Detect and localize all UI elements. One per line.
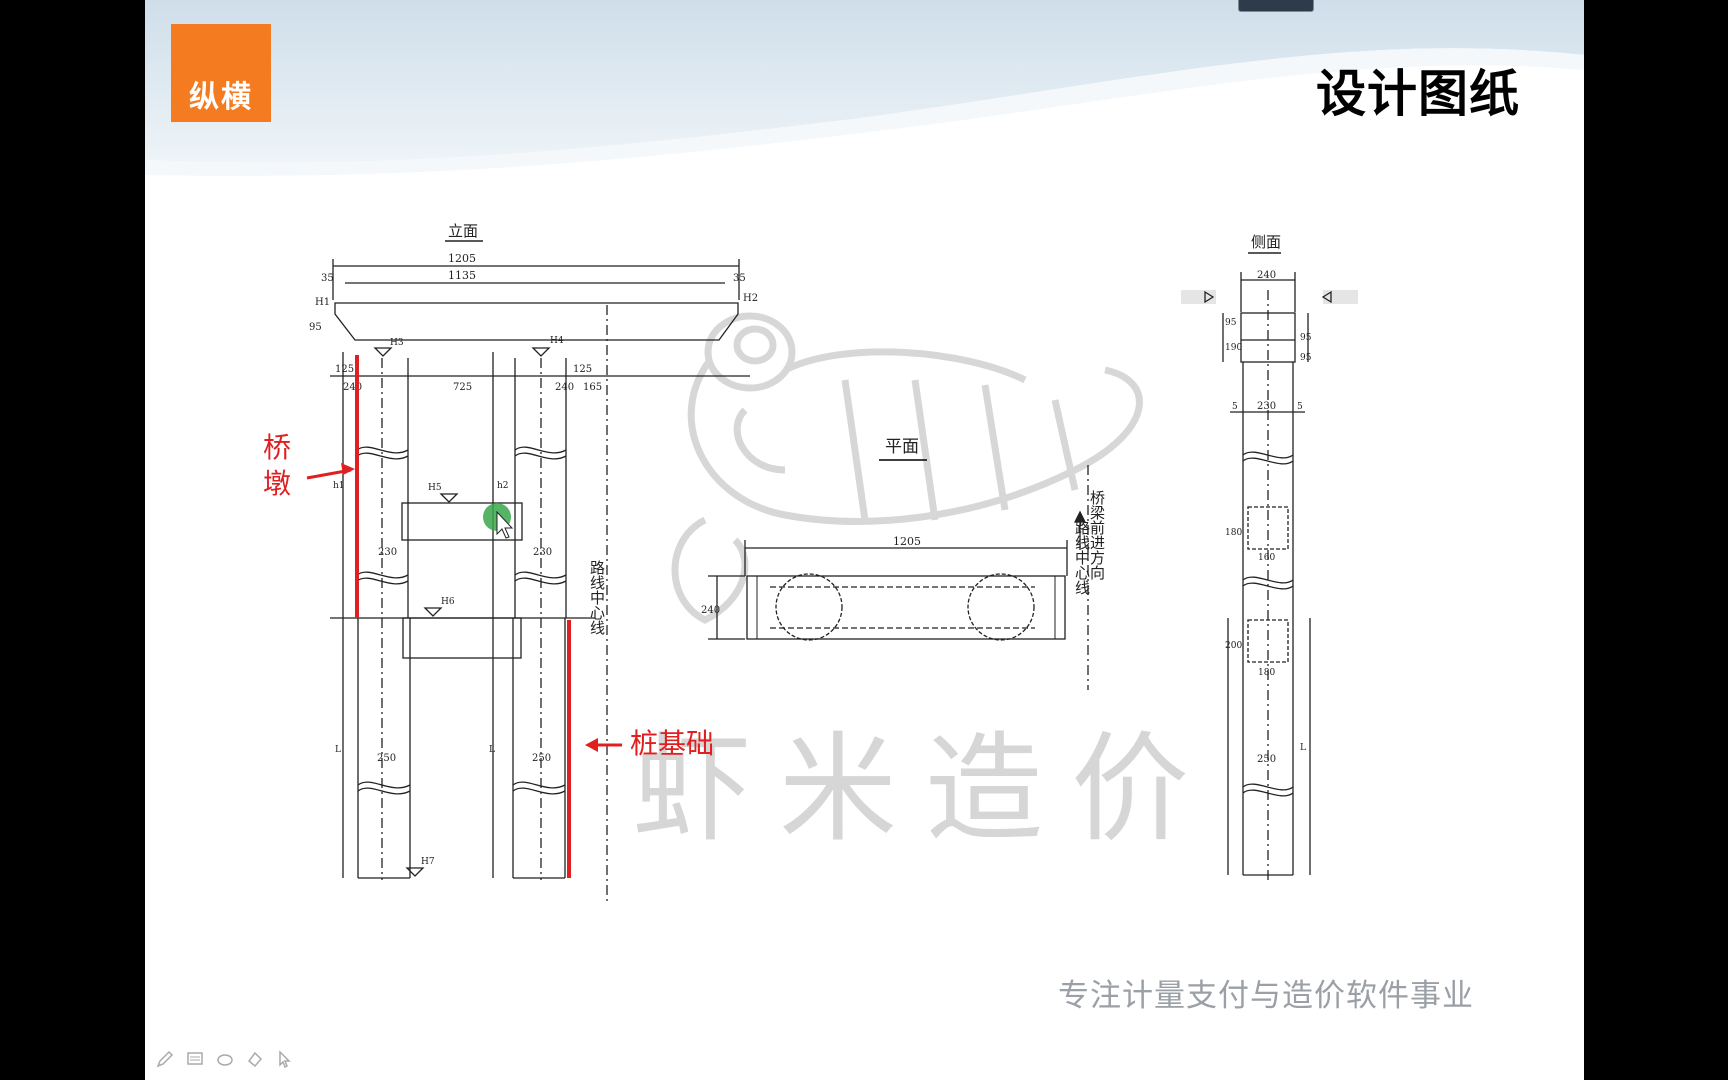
dim-col-spacing: 725 xyxy=(453,382,472,393)
plan-direction: 桥梁前进方向 xyxy=(1088,490,1106,580)
plan-title: 平面 xyxy=(885,437,919,457)
slogan: 专注计量支付与造价软件事业 xyxy=(1058,978,1474,1014)
side-dim-pile-w: 250 xyxy=(1257,754,1276,765)
pile-foundation-label: 桩基础 xyxy=(630,727,715,760)
dim-right-offset: 165 xyxy=(583,382,602,393)
mark-h3: H3 xyxy=(390,338,404,348)
pen-icon[interactable] xyxy=(155,1049,175,1069)
mark-h7: H7 xyxy=(421,857,435,867)
eraser-icon[interactable] xyxy=(215,1049,235,1069)
mark-h4: H4 xyxy=(550,336,564,346)
presentation-toolbar xyxy=(155,1046,295,1072)
side-dim-beam-h: 180 xyxy=(1225,528,1242,538)
plan-dim-length: 1205 xyxy=(893,535,921,548)
side-dim-right-gap: 5 xyxy=(1297,402,1303,412)
dim-right-edge: 35 xyxy=(733,273,746,284)
mark-h2-lower: h2 xyxy=(497,481,509,491)
pointer-icon[interactable] xyxy=(275,1049,295,1069)
dim-left-edge: 35 xyxy=(321,273,334,284)
plan-view: 平面 1205 240 桥梁前进方向 路线中心线 xyxy=(701,437,1106,690)
mark-h2: H2 xyxy=(743,293,758,304)
dim-beam1-col-right: 230 xyxy=(533,547,552,558)
plan-dim-width: 240 xyxy=(701,605,720,616)
watermark: 虾米造价 xyxy=(633,312,1217,858)
side-dim-top-width: 240 xyxy=(1257,270,1276,281)
side-dim-left-gap: 5 xyxy=(1232,402,1238,412)
mark-h6: H6 xyxy=(441,597,455,607)
side-view: 侧面 240 190 95 95 95 230 5 5 180 xyxy=(1181,233,1358,880)
mark-h1: H1 xyxy=(315,297,330,308)
side-dim-tie-w: 180 xyxy=(1258,668,1275,678)
side-title: 侧面 xyxy=(1251,233,1281,251)
side-dim-col-width: 230 xyxy=(1257,401,1276,412)
slide-title: 设计图纸 xyxy=(1316,65,1520,123)
red-annotations xyxy=(306,355,622,878)
dim-pile-left: 250 xyxy=(377,753,396,764)
dim-col-left-offset: 125 xyxy=(335,364,354,375)
dim-pile-right: 250 xyxy=(532,753,551,764)
dim-overall: 1205 xyxy=(448,252,476,265)
dim-cap-height: 95 xyxy=(309,322,322,333)
mark-h1-lower: h1 xyxy=(333,481,345,491)
watermark-text: 虾米造价 xyxy=(633,720,1217,858)
dim-beam1-col-left: 230 xyxy=(378,547,397,558)
logo-text: 纵横 xyxy=(189,80,253,115)
design-drawing: 虾米造价 立面 1205 1135 35 35 H1 H2 95 H3 H4 xyxy=(306,222,1358,905)
slide: 纵横 设计图纸 虾米造价 立面 1205 xyxy=(145,0,1584,1080)
side-dim-cap-c: 95 xyxy=(1300,333,1312,343)
top-toolbar-tab[interactable] xyxy=(1238,0,1314,12)
plan-centerline: 路线中心线 xyxy=(1073,520,1091,595)
highlighter-icon[interactable] xyxy=(245,1049,265,1069)
dim-col-width-right: 240 xyxy=(555,382,574,393)
elevation-title: 立面 xyxy=(448,222,478,240)
mark-h5: H5 xyxy=(428,483,442,493)
dim-col-width-left: 240 xyxy=(343,382,362,393)
logo: 纵横 xyxy=(171,24,271,122)
side-dim-beam-w: 160 xyxy=(1258,553,1275,563)
side-dim-tie-h: 200 xyxy=(1225,641,1242,651)
side-dim-cap-b: 95 xyxy=(1225,318,1237,328)
header-wave xyxy=(145,0,1584,176)
slide-icon[interactable] xyxy=(185,1049,205,1069)
dim-right-offset2: 125 xyxy=(573,364,592,375)
dim-inner: 1135 xyxy=(448,269,476,282)
mark-l-left: L xyxy=(335,745,341,755)
side-dim-cap-d: 95 xyxy=(1300,353,1312,363)
side-dim-cap-a: 190 xyxy=(1225,343,1242,353)
mark-l-right: L xyxy=(489,745,495,755)
cursor-pointer xyxy=(483,503,514,539)
elevation-centerline: 路线中心线 xyxy=(588,560,606,635)
side-dim-pile-l: L xyxy=(1300,743,1306,753)
pier-label: 桥 墩 xyxy=(263,431,292,500)
